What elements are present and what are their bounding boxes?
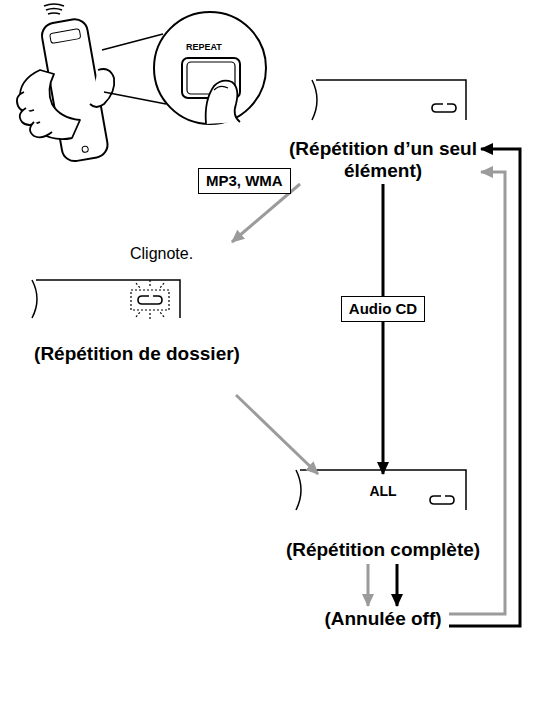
flow-arrow — [236, 395, 318, 474]
status-note: Clignote. — [130, 244, 215, 264]
display-text: ALL — [363, 482, 403, 500]
edge-label: Audio CD — [341, 296, 425, 322]
flow-arrow — [382, 184, 385, 474]
state-caption-text: (Répétition de dossier) — [0, 343, 274, 365]
flow-arrow — [396, 564, 399, 606]
state-caption: (Répétition d’un seul élément) — [288, 138, 478, 182]
state-caption: Clignote. (Répétition de dossier) — [0, 244, 274, 365]
state-caption: (Annulée off) — [321, 608, 445, 630]
button-label: REPEAT — [186, 42, 222, 52]
state-caption-text: (Annulée off) — [321, 608, 445, 630]
flow-arrow — [367, 564, 370, 606]
state-caption-text: (Répétition complète) — [267, 539, 499, 561]
state-caption: ALL (Répétition complète) — [267, 478, 499, 561]
edge-label: MP3, WMA — [198, 168, 291, 194]
state-caption-text: (Répétition d’un seul élément) — [288, 138, 478, 182]
